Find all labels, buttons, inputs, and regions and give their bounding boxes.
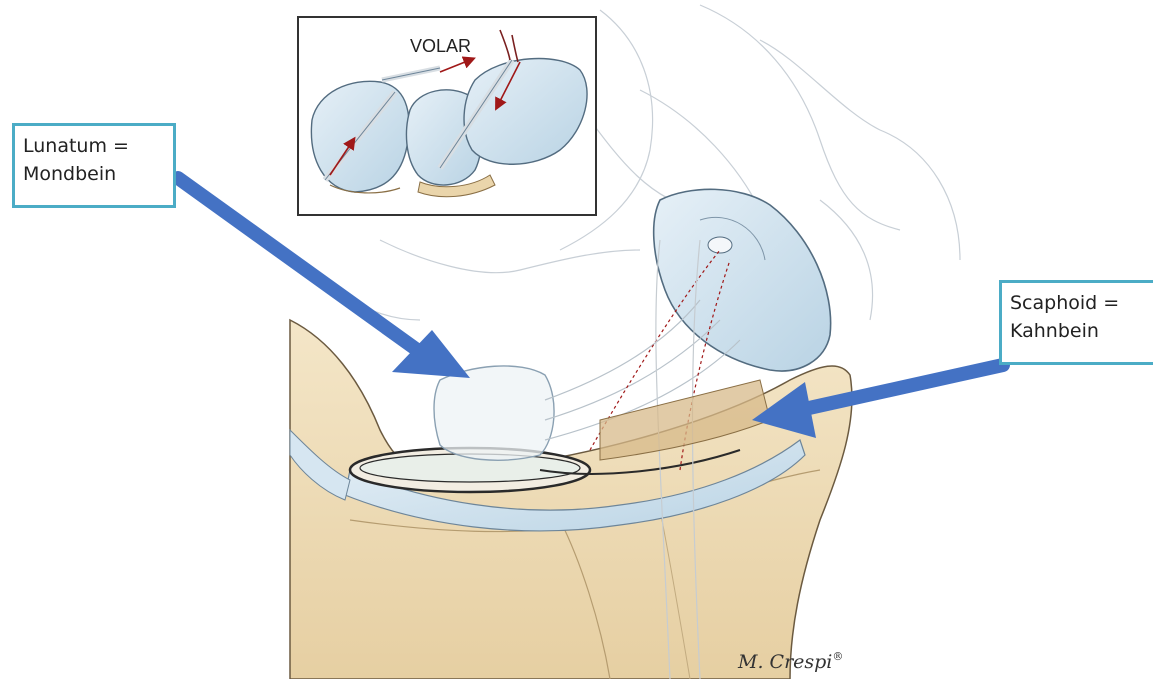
volar-inset: VOLAR <box>298 17 596 215</box>
scaphoid-callout: Scaphoid = Kahnbein <box>999 280 1153 365</box>
lunatum-callout: Lunatum = Mondbein <box>12 123 176 208</box>
lunatum-callout-line1: Lunatum = <box>23 132 165 160</box>
lunate-bone <box>434 366 554 460</box>
lunatum-callout-line2: Mondbein <box>23 160 165 188</box>
scaphoid-callout-line1: Scaphoid = <box>1010 289 1148 317</box>
scaphoid-callout-line2: Kahnbein <box>1010 317 1148 345</box>
scaphoid-arrow <box>752 365 1003 438</box>
scaphoid-bone <box>654 189 831 371</box>
artist-signature: M. Crespi® <box>737 650 843 673</box>
inset-label: VOLAR <box>410 36 471 56</box>
